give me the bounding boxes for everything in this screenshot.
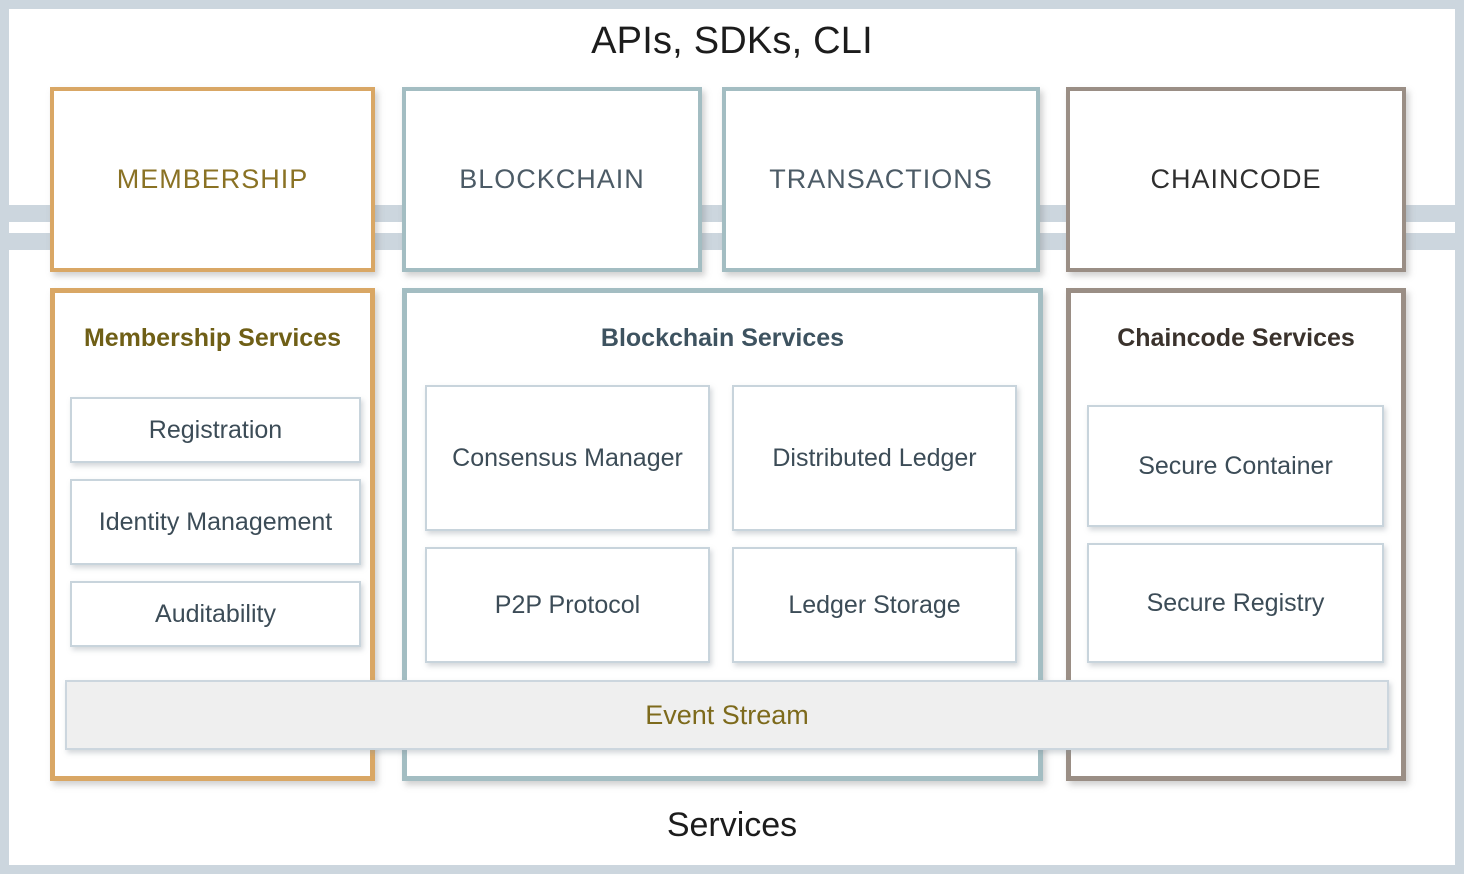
service-tile-label: Identity Management <box>98 507 333 536</box>
capability-label-chaincode: CHAINCODE <box>1150 164 1322 194</box>
capability-label-transactions: TRANSACTIONS <box>769 164 993 194</box>
service-tile-label: Secure Container <box>1138 451 1333 480</box>
service-tile-registration: Registration <box>70 397 361 463</box>
service-tile-label: Distributed Ledger <box>772 443 977 472</box>
event-stream-bar: Event Stream <box>65 680 1389 750</box>
service-tile-label: Registration <box>148 415 283 444</box>
capability-box-membership: MEMBERSHIP <box>50 87 375 272</box>
service-tile-label: Ledger Storage <box>788 590 961 619</box>
capability-label-membership: MEMBERSHIP <box>116 164 309 194</box>
capability-box-blockchain: BLOCKCHAIN <box>402 87 702 272</box>
service-tile-auditability: Auditability <box>70 581 361 647</box>
service-tile-label: P2P Protocol <box>494 590 641 619</box>
capability-label-blockchain: BLOCKCHAIN <box>459 164 645 194</box>
service-tile-distributed-ledger: Distributed Ledger <box>732 385 1017 531</box>
service-tile-consensus-manager: Consensus Manager <box>425 385 710 531</box>
capability-box-transactions: TRANSACTIONS <box>722 87 1040 272</box>
service-tile-label: Secure Registry <box>1146 588 1325 617</box>
service-group-heading-blockchain: Blockchain Services <box>600 324 845 352</box>
page-title-bottom: Services <box>666 806 798 844</box>
capability-box-chaincode: CHAINCODE <box>1066 87 1406 272</box>
service-group-heading-membership: Membership Services <box>83 324 342 352</box>
service-tile-secure-container: Secure Container <box>1087 405 1384 527</box>
event-stream-label: Event Stream <box>645 699 809 730</box>
service-tile-ledger-storage: Ledger Storage <box>732 547 1017 663</box>
service-tile-label: Auditability <box>155 599 276 628</box>
service-tile-label: Consensus Manager <box>452 443 683 472</box>
service-tile-p2p-protocol: P2P Protocol <box>425 547 710 663</box>
service-tile-secure-registry: Secure Registry <box>1087 543 1384 663</box>
service-tile-identity-management: Identity Management <box>70 479 361 565</box>
page-title-top: APIs, SDKs, CLI <box>591 20 873 62</box>
service-group-heading-chaincode: Chaincode Services <box>1117 324 1355 352</box>
